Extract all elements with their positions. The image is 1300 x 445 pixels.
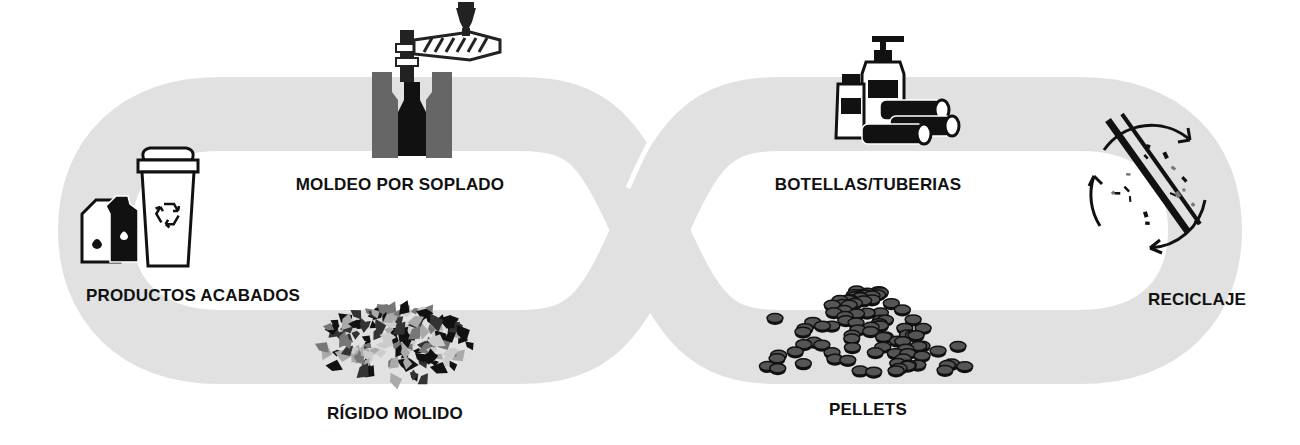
stage-label: RÍGIDO MOLIDO: [327, 404, 463, 424]
stage-label: RECICLAJE: [1148, 290, 1246, 310]
band-seam: [628, 120, 664, 188]
stage-label: PRODUCTOS ACABADOS: [86, 286, 300, 306]
stage-label: MOLDEO POR SOPLADO: [296, 175, 505, 195]
recycling-icon: [1089, 114, 1205, 253]
bottles-pipes-icon: [836, 36, 959, 144]
infinity-band: [95, 114, 1205, 347]
blow-molding-icon: [372, 2, 500, 158]
finished-products-icon: [82, 148, 198, 266]
pellets-pile: [759, 286, 972, 379]
stage-label: BOTELLAS/TUBERIAS: [775, 175, 962, 195]
regrind-flakes: [313, 299, 477, 391]
stage-label: PELLETS: [829, 400, 907, 420]
